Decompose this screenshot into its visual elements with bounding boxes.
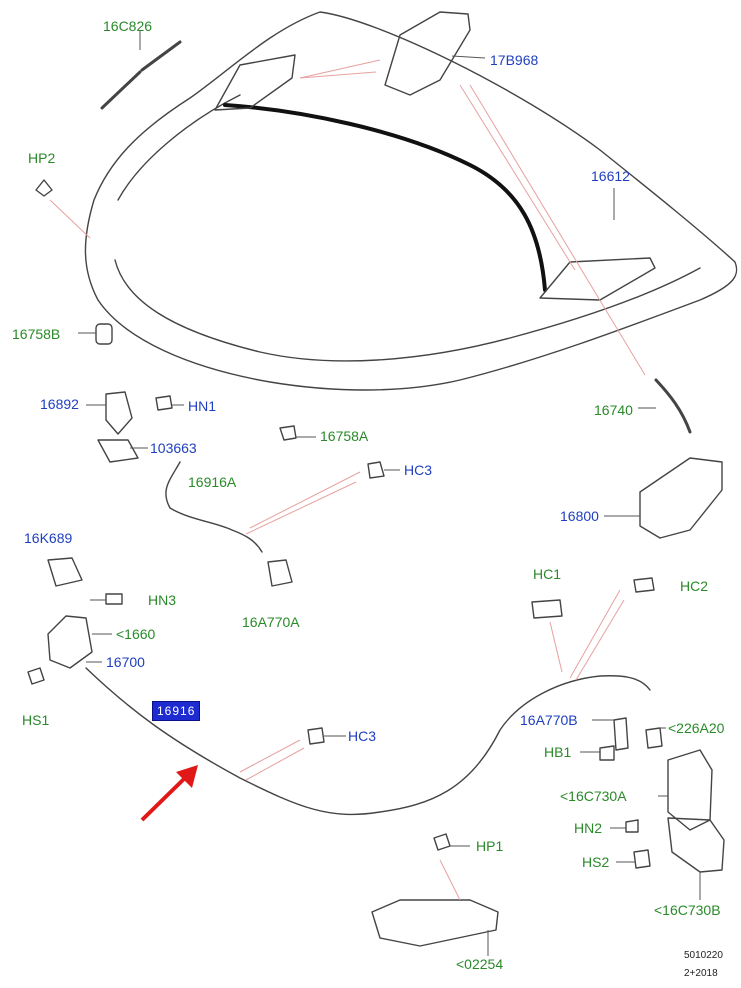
label-16a770b: 16A770B bbox=[520, 712, 578, 728]
part-16758a bbox=[279, 425, 297, 441]
part-16916-cable bbox=[85, 667, 651, 816]
label-16c730a: <16C730A bbox=[560, 788, 627, 804]
label-16c826: 16C826 bbox=[103, 18, 153, 34]
part-02254 bbox=[371, 899, 499, 947]
part-hs2 bbox=[633, 849, 651, 869]
label-16612: 16612 bbox=[591, 168, 630, 184]
part-16892 bbox=[105, 391, 133, 435]
part-16a770b bbox=[613, 717, 629, 751]
label-16892: 16892 bbox=[40, 396, 79, 412]
label-hn3: HN3 bbox=[148, 592, 177, 608]
part-hn1 bbox=[155, 395, 173, 411]
label-hp1: HP1 bbox=[476, 838, 504, 854]
part-103663 bbox=[97, 439, 139, 463]
label-hp2: HP2 bbox=[28, 150, 56, 166]
label-16k689: 16K689 bbox=[24, 530, 73, 546]
part-16c730b bbox=[667, 817, 725, 873]
label-16700: 16700 bbox=[106, 654, 145, 670]
part-16740 bbox=[654, 378, 692, 434]
part-hs1 bbox=[27, 667, 45, 685]
label-226a20: <226A20 bbox=[668, 720, 725, 736]
label-16758a: 16758A bbox=[320, 428, 369, 444]
part-hc3-bottom bbox=[307, 727, 325, 745]
part-16800 bbox=[639, 457, 723, 539]
label-16916a: 16916A bbox=[188, 474, 237, 490]
label-16758b: 16758B bbox=[12, 326, 61, 342]
label-16916-highlight: 16916 bbox=[152, 701, 201, 721]
part-hn3 bbox=[105, 593, 123, 605]
part-hc1 bbox=[531, 599, 563, 619]
part-hp2 bbox=[35, 179, 53, 197]
part-226a20 bbox=[645, 727, 663, 749]
part-16700 bbox=[47, 615, 93, 669]
label-hb1: HB1 bbox=[544, 744, 572, 760]
part-hp1 bbox=[433, 833, 451, 851]
hood-panel bbox=[84, 11, 738, 391]
label-hn1: HN1 bbox=[188, 398, 217, 414]
part-hc2 bbox=[633, 577, 655, 593]
part-16c826 bbox=[100, 40, 182, 110]
part-17b968 bbox=[384, 11, 471, 96]
label-16800: 16800 bbox=[560, 508, 599, 524]
part-16k689 bbox=[47, 557, 83, 587]
hood-inner-edge bbox=[114, 94, 701, 362]
label-hc3-bottom: HC3 bbox=[348, 728, 377, 744]
label-hs1: HS1 bbox=[22, 712, 50, 728]
red-arrow-icon bbox=[140, 765, 198, 822]
part-16a770a bbox=[267, 559, 293, 587]
label-code1: 5010220 bbox=[684, 950, 723, 961]
label-17b968: 17B968 bbox=[490, 52, 539, 68]
part-16758b bbox=[95, 323, 113, 345]
label-02254: <02254 bbox=[456, 956, 504, 972]
label-hn2: HN2 bbox=[574, 820, 603, 836]
part-hn2 bbox=[625, 819, 639, 833]
label-1660: <1660 bbox=[116, 626, 156, 642]
label-16a770a: 16A770A bbox=[242, 614, 300, 630]
hood-vent-right bbox=[539, 257, 656, 301]
label-hc3-top: HC3 bbox=[404, 462, 433, 478]
part-16916a bbox=[165, 461, 263, 553]
label-16740: 16740 bbox=[594, 402, 633, 418]
label-hc2: HC2 bbox=[680, 578, 709, 594]
label-103663: 103663 bbox=[150, 440, 197, 456]
label-16c730b: <16C730B bbox=[654, 902, 721, 918]
hood-seal bbox=[223, 103, 547, 292]
part-hc3-top bbox=[367, 461, 385, 479]
hood-vent-left bbox=[214, 54, 296, 111]
label-code2: 2+2018 bbox=[684, 968, 718, 979]
part-hb1 bbox=[599, 745, 615, 761]
label-hs2: HS2 bbox=[582, 854, 610, 870]
label-hc1: HC1 bbox=[533, 566, 562, 582]
